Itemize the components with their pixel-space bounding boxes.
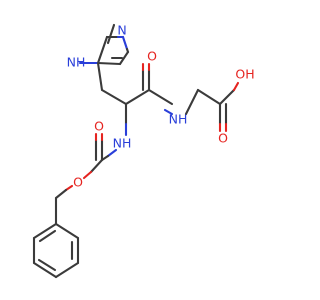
backbone-bonds xyxy=(100,62,240,137)
acid-o-double-label: O xyxy=(218,131,228,146)
carbamate-o-double-label: O xyxy=(94,119,104,134)
amide-nh-label: NH xyxy=(169,112,188,127)
atom-labels: N NH O NH OH O NH O O xyxy=(67,23,255,190)
imidazole-nh-label: NH xyxy=(67,55,86,70)
molecule-diagram: N NH O NH OH O NH O O xyxy=(32,23,255,279)
imidazole-n-label: N xyxy=(117,23,126,38)
carbamate-bonds xyxy=(54,132,118,226)
amide-o-label: O xyxy=(147,49,157,64)
acid-oh-label: OH xyxy=(235,67,254,82)
imidazole-ring xyxy=(78,23,130,92)
phenyl-ring xyxy=(32,222,80,279)
carbamate-o-ester-label: O xyxy=(73,175,83,190)
carbamate-nh-label: NH xyxy=(113,136,132,151)
